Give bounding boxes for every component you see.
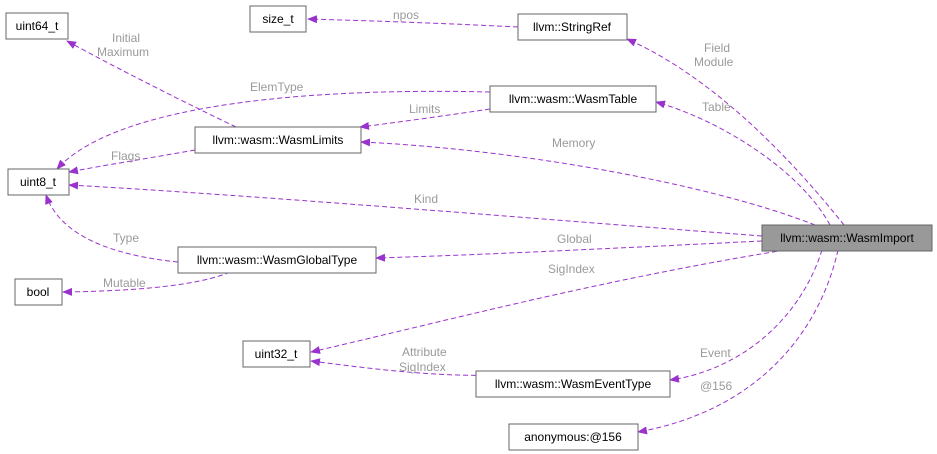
- node-label: llvm::wasm::WasmGlobalType: [197, 253, 358, 267]
- edge-global: [375, 240, 763, 262]
- edge-labels: npos Initial Maximum Field Module ElemTy…: [97, 8, 734, 393]
- edge-flags: [68, 149, 196, 175]
- node-label: llvm::StringRef: [533, 20, 612, 34]
- edge-label-maximum: Maximum: [97, 45, 149, 59]
- edge-label-npos: npos: [393, 8, 419, 22]
- edge-label-field: Field: [704, 41, 730, 55]
- edge-label-flags: Flags: [111, 149, 140, 163]
- edge-type: [45, 194, 179, 263]
- edge-kind: [68, 181, 763, 237]
- node-label: llvm::wasm::WasmImport: [780, 231, 914, 245]
- edge-label-elemtype: ElemType: [250, 80, 304, 94]
- edge-attribute-sigindex: [310, 358, 501, 376]
- node-label: anonymous:@156: [524, 430, 622, 444]
- edge-label-global: Global: [557, 232, 592, 246]
- edge-sigindex: [310, 249, 786, 354]
- node-uint32-t[interactable]: uint32_t: [242, 340, 311, 368]
- edge-field-module: [626, 38, 845, 226]
- node-wasmlimits[interactable]: llvm::wasm::WasmLimits: [194, 126, 362, 154]
- edge-label-attr-sigindex: SigIndex: [399, 360, 446, 374]
- edges: [45, 15, 845, 435]
- edge-label-table: Table: [702, 100, 731, 114]
- edge-label-memory: Memory: [552, 136, 595, 150]
- node-wasmtable[interactable]: llvm::wasm::WasmTable: [489, 85, 657, 113]
- edge-elemtype: [56, 90, 491, 170]
- node-uint8-t[interactable]: uint8_t: [7, 168, 70, 196]
- edge-initial-maximum: [66, 40, 237, 128]
- node-label: llvm::wasm::WasmTable: [509, 92, 638, 106]
- edge-label-at156: @156: [700, 379, 733, 393]
- edge-label-limits: Limits: [409, 102, 440, 116]
- node-label: llvm::wasm::WasmLimits: [213, 133, 344, 147]
- node-label: uint64_t: [16, 19, 59, 33]
- edge-label-type: Type: [113, 231, 139, 245]
- node-label: bool: [27, 285, 50, 299]
- node-label: llvm::wasm::WasmEventType: [495, 377, 652, 391]
- edge-memory: [360, 138, 816, 226]
- node-wasmeventtype[interactable]: llvm::wasm::WasmEventType: [475, 370, 671, 398]
- edge-label-sigindex: SigIndex: [548, 262, 595, 276]
- node-uint64-t[interactable]: uint64_t: [5, 12, 69, 40]
- node-bool[interactable]: bool: [14, 278, 63, 306]
- node-wasmglobaltype[interactable]: llvm::wasm::WasmGlobalType: [177, 246, 377, 274]
- edge-table: [655, 100, 831, 226]
- node-label: uint32_t: [255, 347, 298, 361]
- edge-label-kind: Kind: [414, 192, 438, 206]
- node-stringref[interactable]: llvm::StringRef: [517, 13, 628, 41]
- node-label: uint8_t: [20, 175, 57, 189]
- node-wasmimport[interactable]: llvm::wasm::WasmImport: [761, 224, 933, 252]
- edge-at156: [637, 249, 839, 435]
- edge-limits: [359, 108, 491, 130]
- edge-label-mutable: Mutable: [103, 276, 146, 290]
- edge-label-attribute: Attribute: [402, 345, 447, 359]
- edge-npos: [307, 15, 519, 28]
- edge-event: [669, 249, 823, 383]
- edge-label-initial: Initial: [112, 31, 140, 45]
- edge-label-event: Event: [700, 346, 731, 360]
- edge-mutable: [62, 271, 231, 296]
- node-label: size_t: [262, 12, 294, 26]
- node-anonymous-156[interactable]: anonymous:@156: [508, 423, 639, 451]
- node-size-t[interactable]: size_t: [249, 5, 307, 33]
- edge-label-module: Module: [694, 55, 734, 69]
